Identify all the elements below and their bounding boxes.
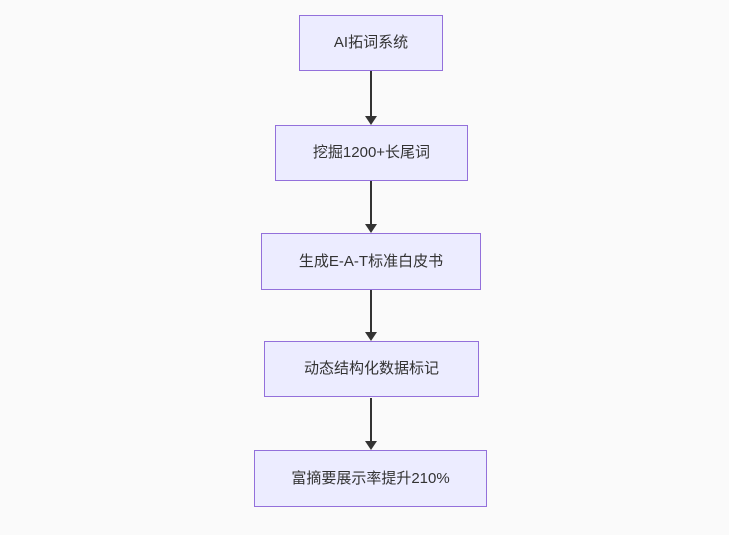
flowchart-node-rich-snippet-rate: 富摘要展示率提升210% [254, 450, 487, 507]
arrowhead-down-icon [365, 224, 377, 233]
arrowhead-down-icon [365, 332, 377, 341]
arrowhead-down-icon [365, 441, 377, 450]
arrowhead-down-icon [365, 116, 377, 125]
edge-line [370, 398, 372, 441]
flowchart-node-longtail-keywords: 挖掘1200+长尾词 [275, 125, 468, 181]
flowchart-node-structured-data-markup: 动态结构化数据标记 [264, 341, 479, 397]
flowchart-node-ai-keyword-system: AI拓词系统 [299, 15, 443, 71]
flowchart-edge-b-c [365, 181, 377, 233]
flowchart-edge-c-d [365, 290, 377, 341]
flowchart-node-eat-whitepaper: 生成E-A-T标准白皮书 [261, 233, 481, 290]
edge-line [370, 181, 372, 224]
flowchart-edge-a-b [365, 71, 377, 125]
edge-line [370, 71, 372, 116]
edge-line [370, 290, 372, 332]
flowchart-edge-d-e [365, 398, 377, 450]
